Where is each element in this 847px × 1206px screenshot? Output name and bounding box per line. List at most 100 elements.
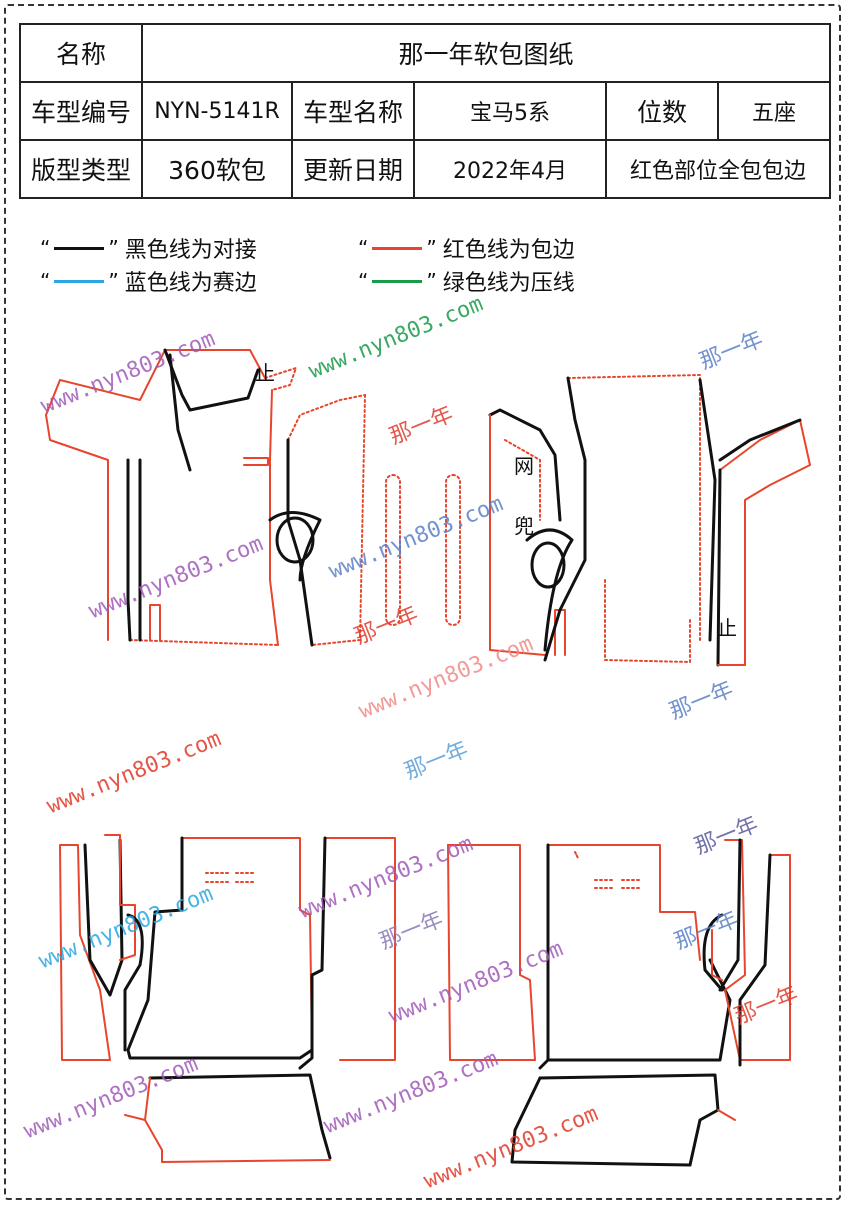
green-line-swatch [372, 279, 423, 283]
info-table: 名称 那一年软包图纸 车型编号 NYN-5141R 车型名称 宝马5系 位数 五… [19, 23, 832, 199]
black-seam [123, 913, 144, 1052]
legend-text: 蓝色线为赛边 [124, 271, 257, 296]
black-seam [538, 973, 550, 1070]
door-insert-panel [268, 394, 366, 647]
black-seam [148, 1073, 332, 1160]
red-edge [724, 839, 791, 1061]
floor-right-side [702, 838, 791, 1067]
date-label: 更新日期 [291, 139, 415, 199]
stop-mark-rear: 止 [717, 616, 737, 640]
red-edge [45, 349, 266, 416]
quote-close: ” [108, 269, 119, 293]
black-seam [718, 838, 772, 1067]
legend-text: 红色线为包边 [442, 238, 575, 263]
red-line-swatch [372, 246, 423, 250]
red-dotted-holes [594, 879, 643, 889]
black-seam [126, 836, 314, 1060]
red-dotted-edge [311, 394, 366, 646]
speaker-cutout [530, 541, 566, 589]
table-row: 版型类型 360软包 更新日期 2022年4月 红色部位全包包边 [19, 139, 832, 199]
red-dotted-edge [504, 439, 541, 521]
speaker-cutout [275, 516, 315, 564]
code-label: 车型编号 [19, 81, 143, 141]
type-label: 版型类型 [19, 139, 143, 199]
black-line-swatch [54, 246, 105, 250]
floor-rear-left [124, 1073, 332, 1163]
black-seam [298, 836, 327, 1070]
name-label: 名称 [19, 23, 143, 83]
floor-center-left [298, 836, 396, 1070]
legend-item-black: “ ” 黑色线为对接 [40, 232, 257, 264]
red-edge [719, 419, 811, 666]
red-dotted-mark [574, 851, 579, 859]
quote-open: “ [40, 269, 51, 293]
floor-left-side [59, 834, 144, 1061]
front-door-panel [45, 348, 297, 646]
red-dotted-edge [129, 639, 279, 646]
red-edge [711, 929, 723, 981]
rear-pillar-panel [716, 418, 811, 667]
floor-rear-right [510, 1073, 736, 1167]
net-pocket-mark-2: 兜 [514, 514, 534, 538]
table-row: 名称 那一年软包图纸 [19, 23, 832, 83]
red-dotted-edge [567, 374, 701, 641]
red-edge [181, 837, 313, 1051]
red-edge [59, 844, 111, 1061]
quote-open: “ [40, 236, 51, 260]
page-border [4, 4, 841, 1200]
seats-value: 五座 [716, 81, 832, 141]
red-tab [243, 457, 269, 466]
model-label: 车型名称 [291, 81, 415, 141]
legend-item-green: “ ” 绿色线为压线 [358, 265, 575, 297]
red-edge [547, 844, 701, 961]
legend-text: 绿色线为压线 [442, 271, 575, 296]
black-seam [268, 511, 322, 582]
legend-item-red: “ ” 红色线为包边 [358, 232, 575, 264]
red-edge [717, 1109, 736, 1121]
black-seam [543, 376, 587, 662]
red-edge [489, 414, 546, 656]
black-seam [510, 1076, 692, 1167]
table-row: 车型编号 NYN-5141R 车型名称 宝马5系 位数 五座 [19, 81, 832, 141]
name-value: 那一年软包图纸 [140, 23, 832, 83]
strip-piece [445, 474, 461, 626]
red-tab [149, 604, 161, 641]
black-seam [488, 408, 562, 522]
floor-front-left [126, 836, 314, 1060]
legend-text: 黑色线为对接 [124, 238, 257, 263]
strip-piece [385, 474, 401, 626]
red-edge [447, 844, 536, 1061]
red-dotted-holes [205, 872, 257, 883]
black-seam [163, 348, 260, 412]
black-seam [286, 438, 314, 647]
type-value: 360软包 [141, 139, 293, 199]
stop-mark-front: 止 [255, 361, 275, 385]
black-seam [702, 913, 724, 992]
red-dotted-edge [287, 394, 366, 441]
red-edge [447, 844, 536, 1061]
black-seam [168, 353, 192, 472]
red-edge [104, 834, 136, 961]
black-seam [698, 378, 717, 642]
red-edge [144, 1077, 331, 1163]
code-value: NYN-5141R [141, 81, 293, 141]
seats-label: 位数 [605, 81, 719, 141]
blue-line-swatch [54, 279, 105, 283]
red-edge [324, 837, 396, 1061]
date-value: 2022年4月 [413, 139, 607, 199]
quote-open: “ [358, 269, 369, 293]
quote-close: ” [108, 236, 119, 260]
net-pocket-mark-1: 网 [514, 454, 534, 478]
black-seam [716, 418, 802, 667]
black-seam [525, 528, 574, 652]
quote-open: “ [358, 236, 369, 260]
red-edge [124, 1114, 146, 1121]
quote-close: ” [426, 269, 437, 293]
model-value: 宝马5系 [413, 81, 607, 141]
red-dotted-edge [264, 367, 297, 391]
legend-item-blue: “ ” 蓝色线为赛边 [40, 265, 257, 297]
note-value: 红色部位全包包边 [604, 139, 832, 199]
red-dotted-edge [604, 579, 691, 663]
rear-door-panel [488, 374, 717, 663]
